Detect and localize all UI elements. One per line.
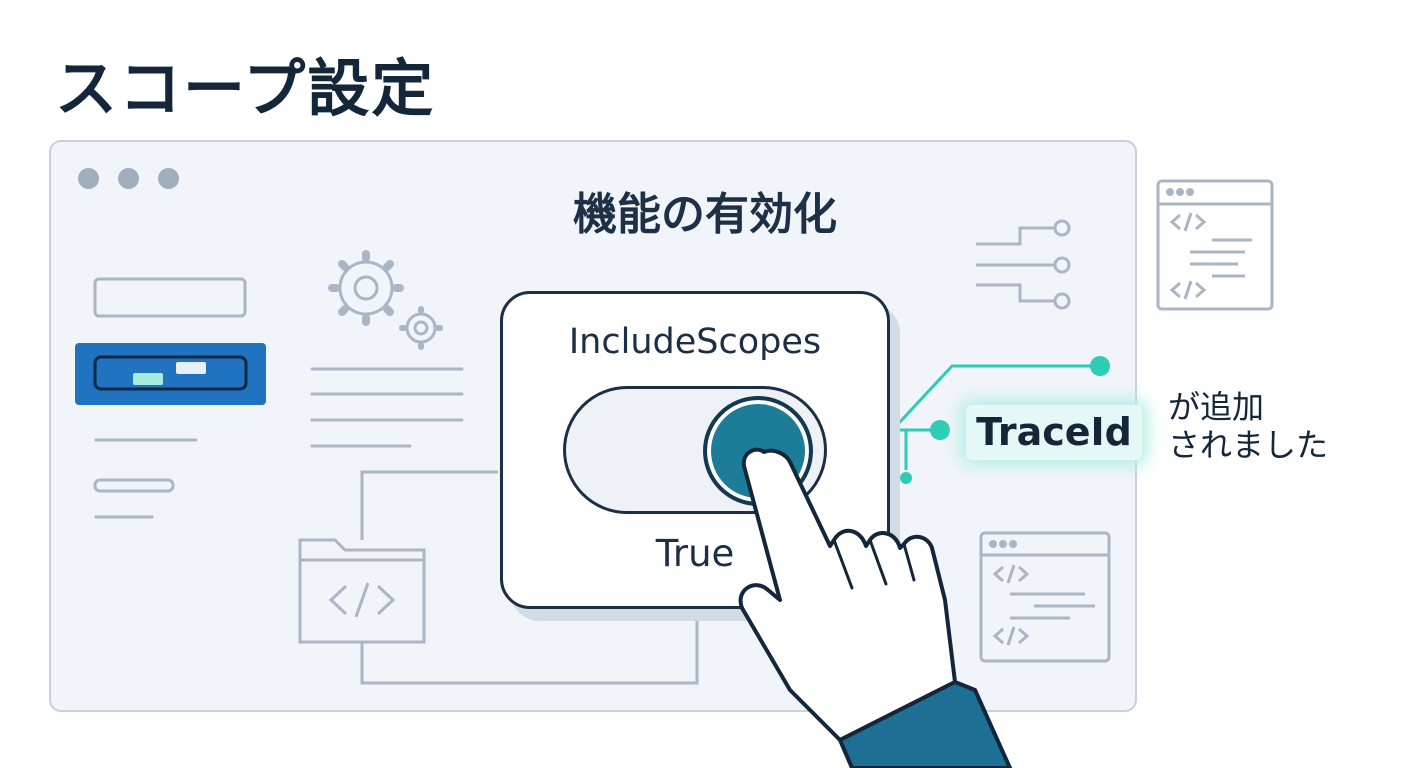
added-message: が追加 されました bbox=[1168, 388, 1328, 464]
gear-icon bbox=[399, 306, 443, 350]
window-dot-icon bbox=[118, 168, 139, 189]
added-message-line1: が追加 bbox=[1168, 388, 1265, 426]
setting-name: IncludeScopes bbox=[568, 322, 822, 362]
window-dot-icon bbox=[78, 168, 99, 189]
window-dot-icon bbox=[158, 168, 179, 189]
code-window-icon bbox=[979, 531, 1111, 663]
feature-heading: 機能の有効化 bbox=[573, 189, 837, 240]
connector-icon bbox=[976, 219, 1071, 310]
setting-value: True bbox=[655, 532, 735, 575]
placeholder-input bbox=[93, 277, 247, 318]
page-title: スコープ設定 bbox=[55, 52, 436, 125]
added-message-line2: されました bbox=[1168, 426, 1329, 464]
code-window-icon bbox=[1156, 179, 1274, 311]
folder-code-icon bbox=[298, 538, 426, 644]
added-field-badge: TraceId bbox=[966, 405, 1142, 460]
gear-icon bbox=[328, 250, 404, 326]
